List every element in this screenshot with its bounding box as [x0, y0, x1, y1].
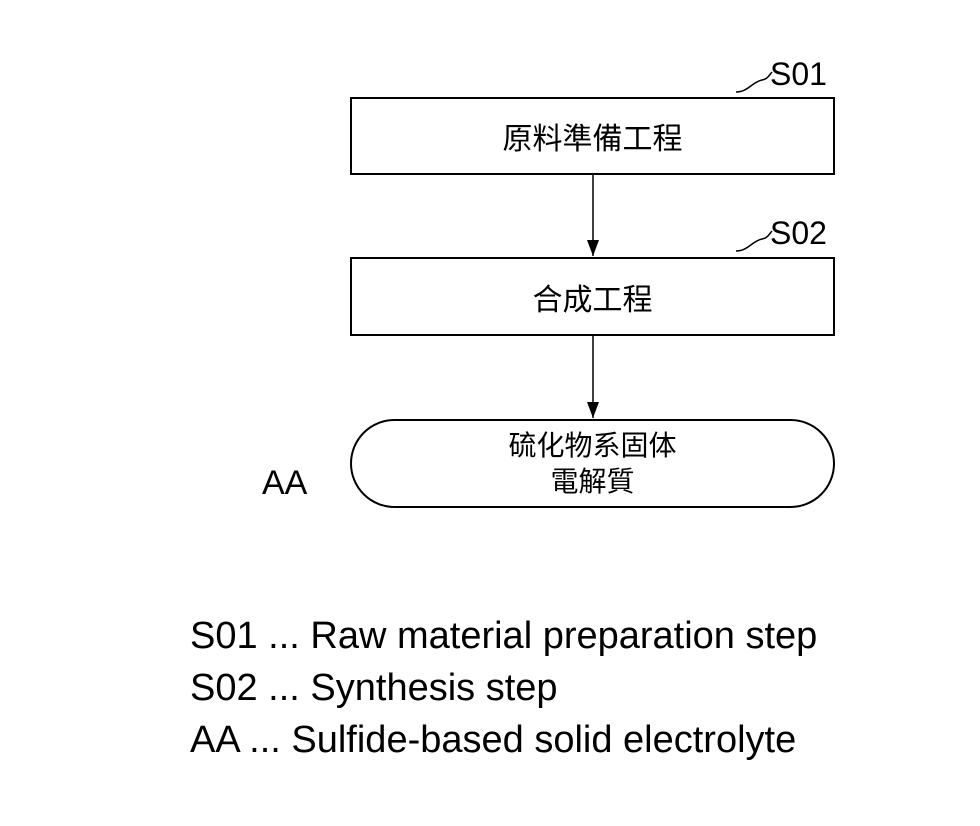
- legend-item-s01: S01 ... Raw material preparation step: [190, 610, 817, 662]
- legend-item-s02: S02 ... Synthesis step: [190, 662, 817, 714]
- step-label-s02: S02: [770, 217, 827, 249]
- process-text-s02: 合成工程: [533, 275, 653, 319]
- terminal-text-line2: 電解質: [550, 464, 634, 500]
- arrowhead-s02: [587, 240, 599, 256]
- terminal-text-line1: 硫化物系固体: [508, 428, 676, 464]
- leader-s02: [736, 231, 772, 251]
- process-text-s01: 原料準備工程: [503, 114, 683, 158]
- terminal-box-aa: 硫化物系固体 電解質: [350, 419, 835, 508]
- legend: S01 ... Raw material preparation step S0…: [190, 610, 817, 766]
- process-box-s01: 原料準備工程: [350, 97, 835, 175]
- process-box-s02: 合成工程: [350, 257, 835, 336]
- leader-s01: [736, 72, 772, 92]
- step-label-s01: S01: [770, 58, 827, 90]
- legend-item-aa: AA ... Sulfide-based solid electrolyte: [190, 714, 817, 766]
- arrowhead-aa: [587, 402, 599, 418]
- terminal-label-aa: AA: [262, 466, 307, 500]
